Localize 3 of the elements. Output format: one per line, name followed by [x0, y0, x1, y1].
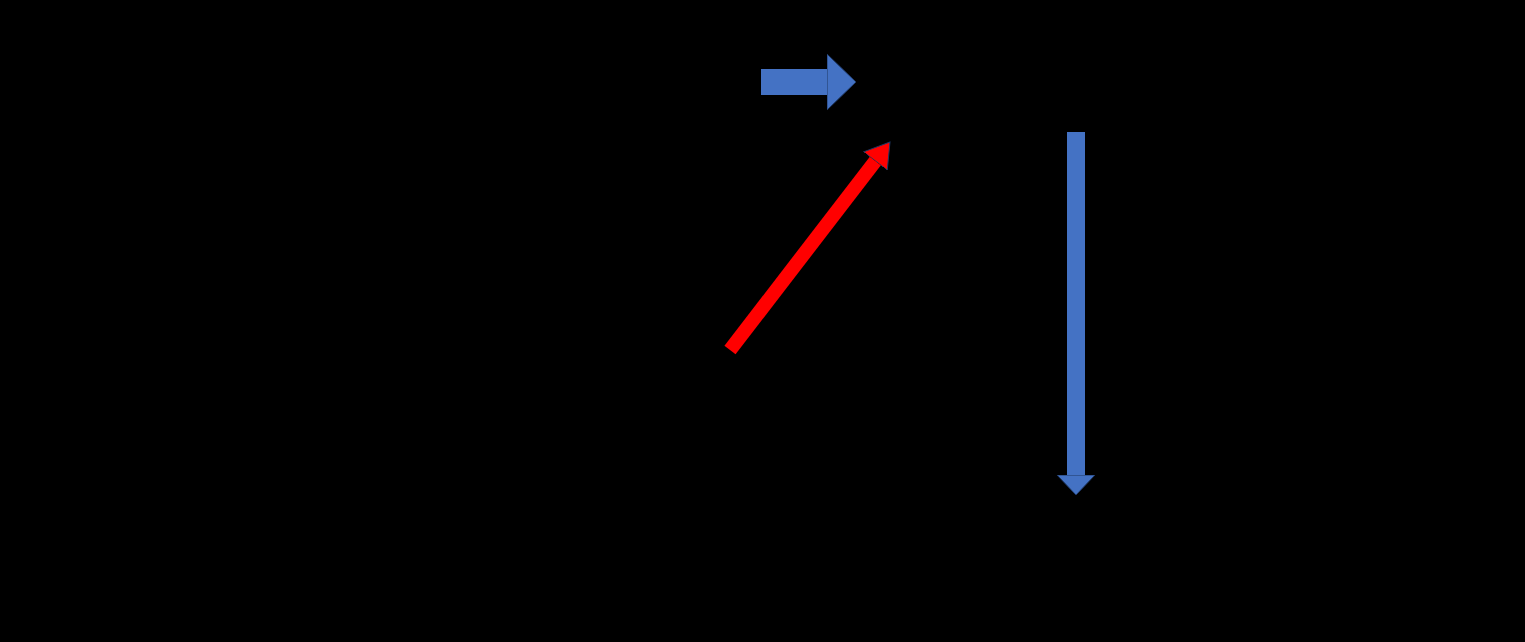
block-arrow [1056, 132, 1096, 496]
block-arrow [724, 141, 891, 355]
block-arrow [761, 53, 857, 111]
